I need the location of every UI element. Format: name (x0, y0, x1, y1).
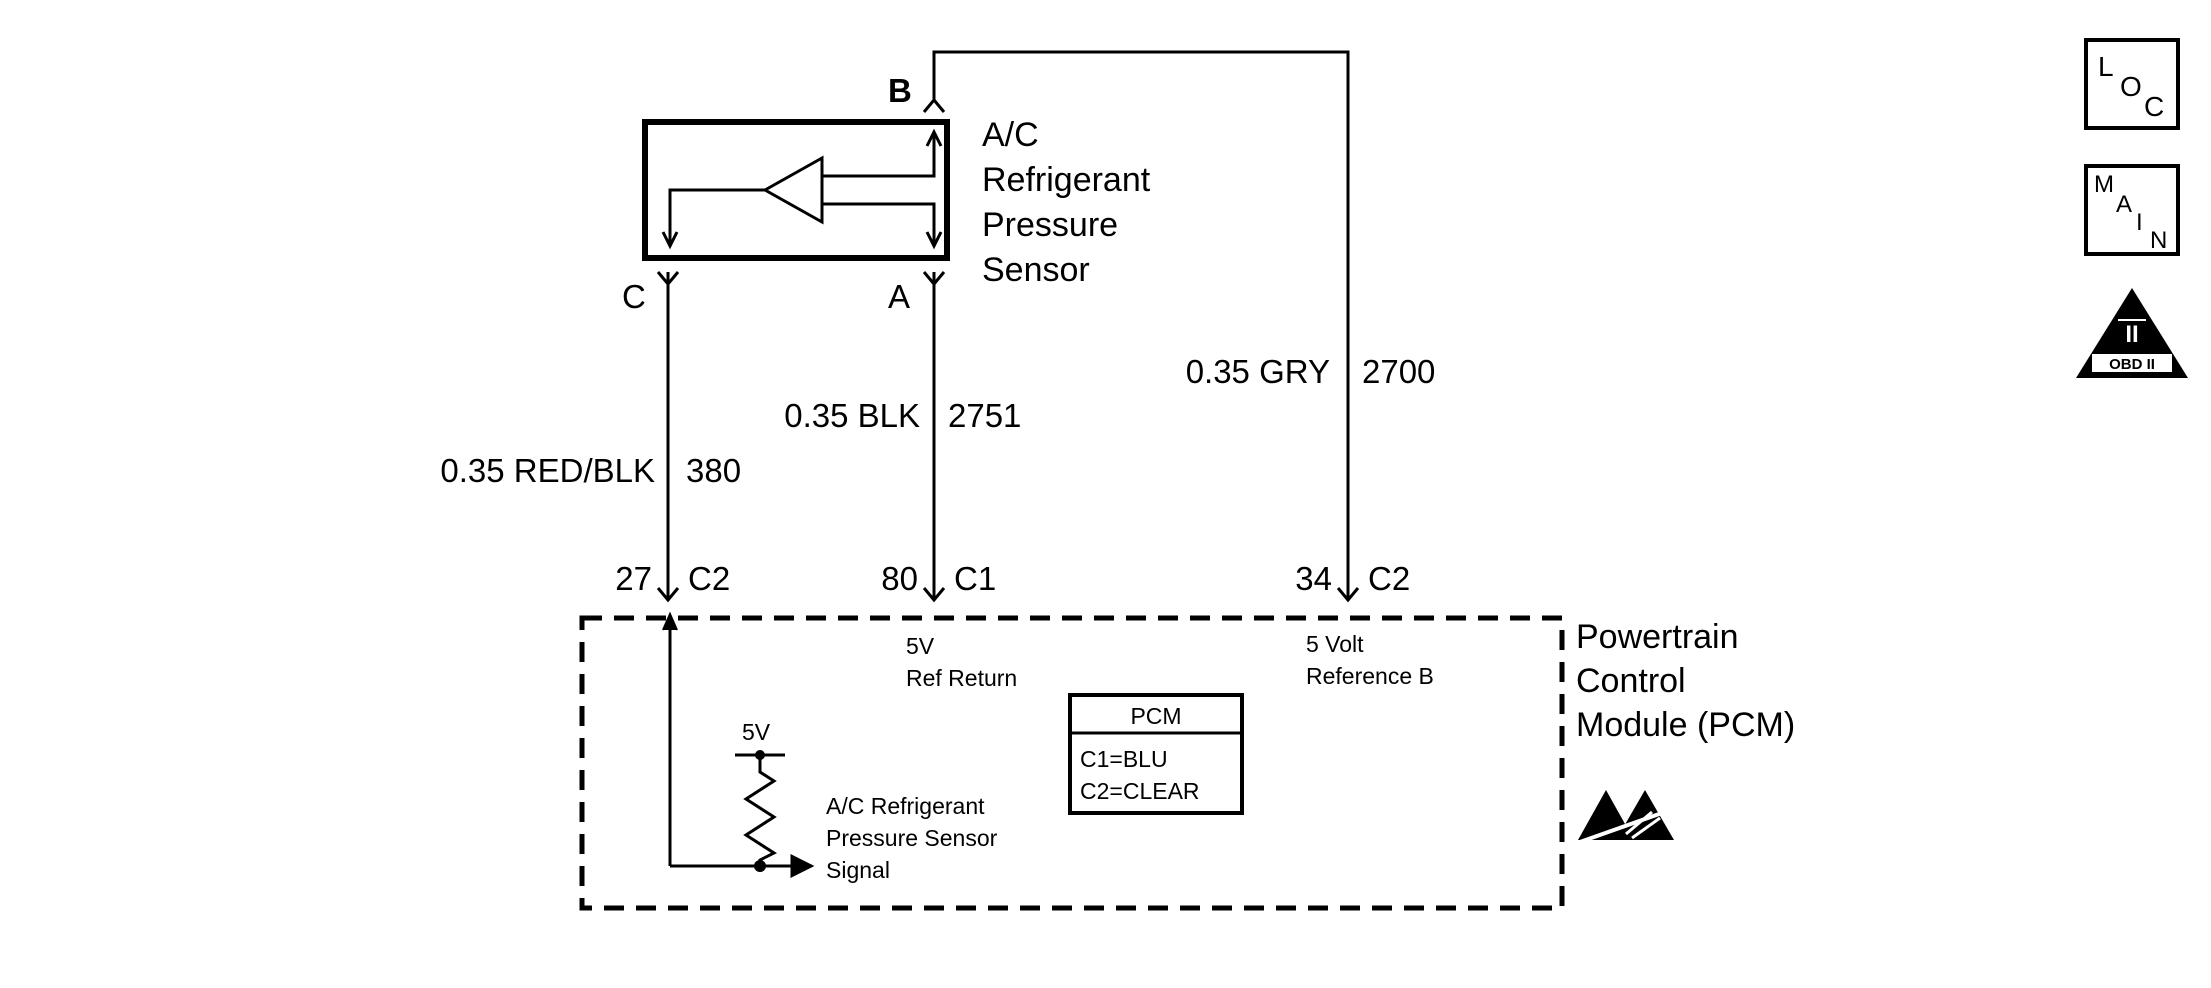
sensor-internal-output (668, 188, 765, 244)
pcm-name-line-2: Control (1576, 662, 1686, 700)
location-icon[interactable]: L O C (2084, 38, 2180, 130)
signal-label-line-3: Signal (826, 857, 890, 883)
legend-c2: C2=CLEAR (1080, 778, 1200, 804)
svg-text:I: I (2136, 209, 2143, 236)
obd-ii-icon[interactable]: II OBD II (2076, 288, 2188, 378)
arrow-down-icon (661, 231, 679, 250)
legend-c1: C1=BLU (1080, 746, 1168, 772)
connector-b-pcm (1336, 587, 1360, 603)
wire-b (932, 50, 1350, 598)
arrow-up-icon (925, 128, 943, 147)
wire-a-circuit: 2751 (948, 397, 1021, 434)
signal-label-line-1: A/C Refrigerant (826, 793, 985, 819)
resistor-icon (743, 755, 778, 866)
pcm-module: 5V A/C Refrigerant Pressure Sensor Signa… (579, 611, 1565, 911)
connector-b-sensor (922, 97, 946, 113)
sensor-name-line-1: A/C (982, 116, 1039, 154)
pcm-pin-80: 80 (881, 560, 918, 597)
sensor-name-line-3: Pressure (982, 206, 1118, 244)
svg-text:N: N (2150, 227, 2167, 254)
svg-text:A: A (2116, 191, 2132, 218)
pcm-connector-c2-b: C2 (1368, 560, 1410, 597)
sensor-pin-c-label: C (622, 278, 646, 315)
connector-a-pcm (922, 587, 946, 603)
pcm-pin-27: 27 (615, 560, 652, 597)
svg-text:L: L (2098, 51, 2114, 82)
pcm-pin-34: 34 (1295, 560, 1332, 597)
arrow-down-icon (925, 231, 943, 250)
pcm-connector-c2-a: C2 (688, 560, 730, 597)
esd-warning-icon (1578, 790, 1677, 844)
legend-box (1068, 693, 1244, 815)
signal-label-line-2: Pressure Sensor (826, 825, 998, 851)
ref-return-line-1: 5V (906, 633, 935, 659)
connector-c-pcm (656, 587, 680, 603)
sensor-internal-supply (822, 134, 936, 178)
wire-a-color: 0.35 BLK (784, 397, 920, 434)
sensor-name-line-4: Sensor (982, 251, 1090, 289)
wire-c-circuit: 380 (686, 452, 741, 489)
wire-b-circuit: 2700 (1362, 353, 1435, 390)
svg-text:M: M (2094, 171, 2114, 198)
ref-b-line-2: Reference B (1306, 663, 1434, 689)
pcm-boundary (579, 615, 1565, 911)
sensor-name-line-2: Refrigerant (982, 161, 1151, 199)
pcm-name-line-1: Powertrain (1576, 618, 1739, 656)
ref-b-line-1: 5 Volt (1306, 631, 1364, 657)
svg-text:C: C (2144, 91, 2164, 122)
sensor-body (642, 119, 950, 261)
pullup-voltage: 5V (742, 719, 771, 745)
amplifier-icon (761, 155, 824, 225)
svg-text:II: II (2125, 321, 2138, 348)
svg-text:O: O (2120, 71, 2142, 102)
ac-refrigerant-pressure-sensor: A/C Refrigerant Pressure Sensor (642, 116, 1151, 289)
svg-text:OBD II: OBD II (2109, 356, 2155, 373)
sensor-pin-a-label: A (888, 278, 910, 315)
sensor-internal-ground (822, 202, 936, 244)
sensor-pin-b-label: B (888, 72, 912, 109)
legend-title: PCM (1130, 703, 1181, 729)
pcm-connector-c1: C1 (954, 560, 996, 597)
main-icon[interactable]: M A I N (2084, 164, 2180, 256)
pcm-connector-legend: PCM C1=BLU C2=CLEAR (1068, 693, 1244, 815)
wire-b-color: 0.35 GRY (1186, 353, 1330, 390)
ref-return-line-2: Ref Return (906, 665, 1017, 691)
wire-c-color: 0.35 RED/BLK (440, 452, 655, 489)
pcm-name-line-3: Module (PCM) (1576, 706, 1795, 744)
arrow-up-icon (662, 611, 678, 631)
